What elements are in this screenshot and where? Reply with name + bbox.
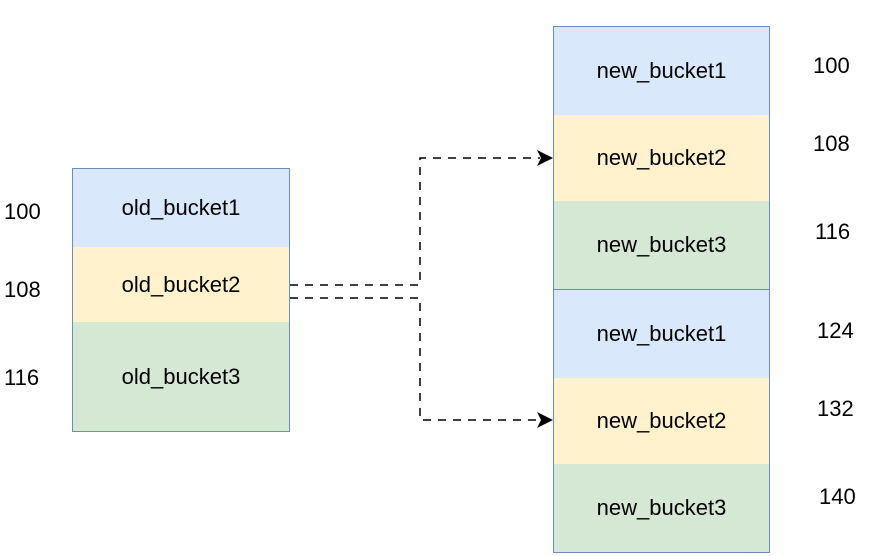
new-bucket-cell-4: new_bucket1 xyxy=(553,290,770,378)
arrowhead-lower xyxy=(537,412,553,428)
new-bucket-cell-1: new_bucket1 xyxy=(553,27,770,115)
old-bucket-cell-2: old_bucket2 xyxy=(72,247,290,322)
new-address-label-5: 132 xyxy=(817,396,854,421)
new-bucket-cell-2: new_bucket2 xyxy=(553,115,770,201)
arrowhead-upper xyxy=(537,150,553,166)
old-address-label-1: 100 xyxy=(4,199,41,224)
new-bucket-cell-3: new_bucket3 xyxy=(553,201,770,289)
new-address-label-1: 100 xyxy=(813,53,850,78)
new-address-label-2: 108 xyxy=(813,131,850,156)
old-bucket-cell-3: old_bucket3 xyxy=(72,322,290,432)
connector-to-new-bucket2-upper xyxy=(290,157,540,286)
new-address-label-6: 140 xyxy=(819,484,856,509)
new-bucket-cell-6: new_bucket3 xyxy=(553,464,770,552)
old-address-label-3: 116 xyxy=(4,365,40,390)
new-address-label-3: 116 xyxy=(815,219,851,244)
old-bucket-cell-1: old_bucket1 xyxy=(72,169,290,247)
new-bucket-cell-5: new_bucket2 xyxy=(553,378,770,464)
new-address-label-4: 124 xyxy=(817,318,854,343)
connector-to-new-bucket2-lower xyxy=(290,297,540,421)
old-address-label-2: 108 xyxy=(4,277,41,302)
